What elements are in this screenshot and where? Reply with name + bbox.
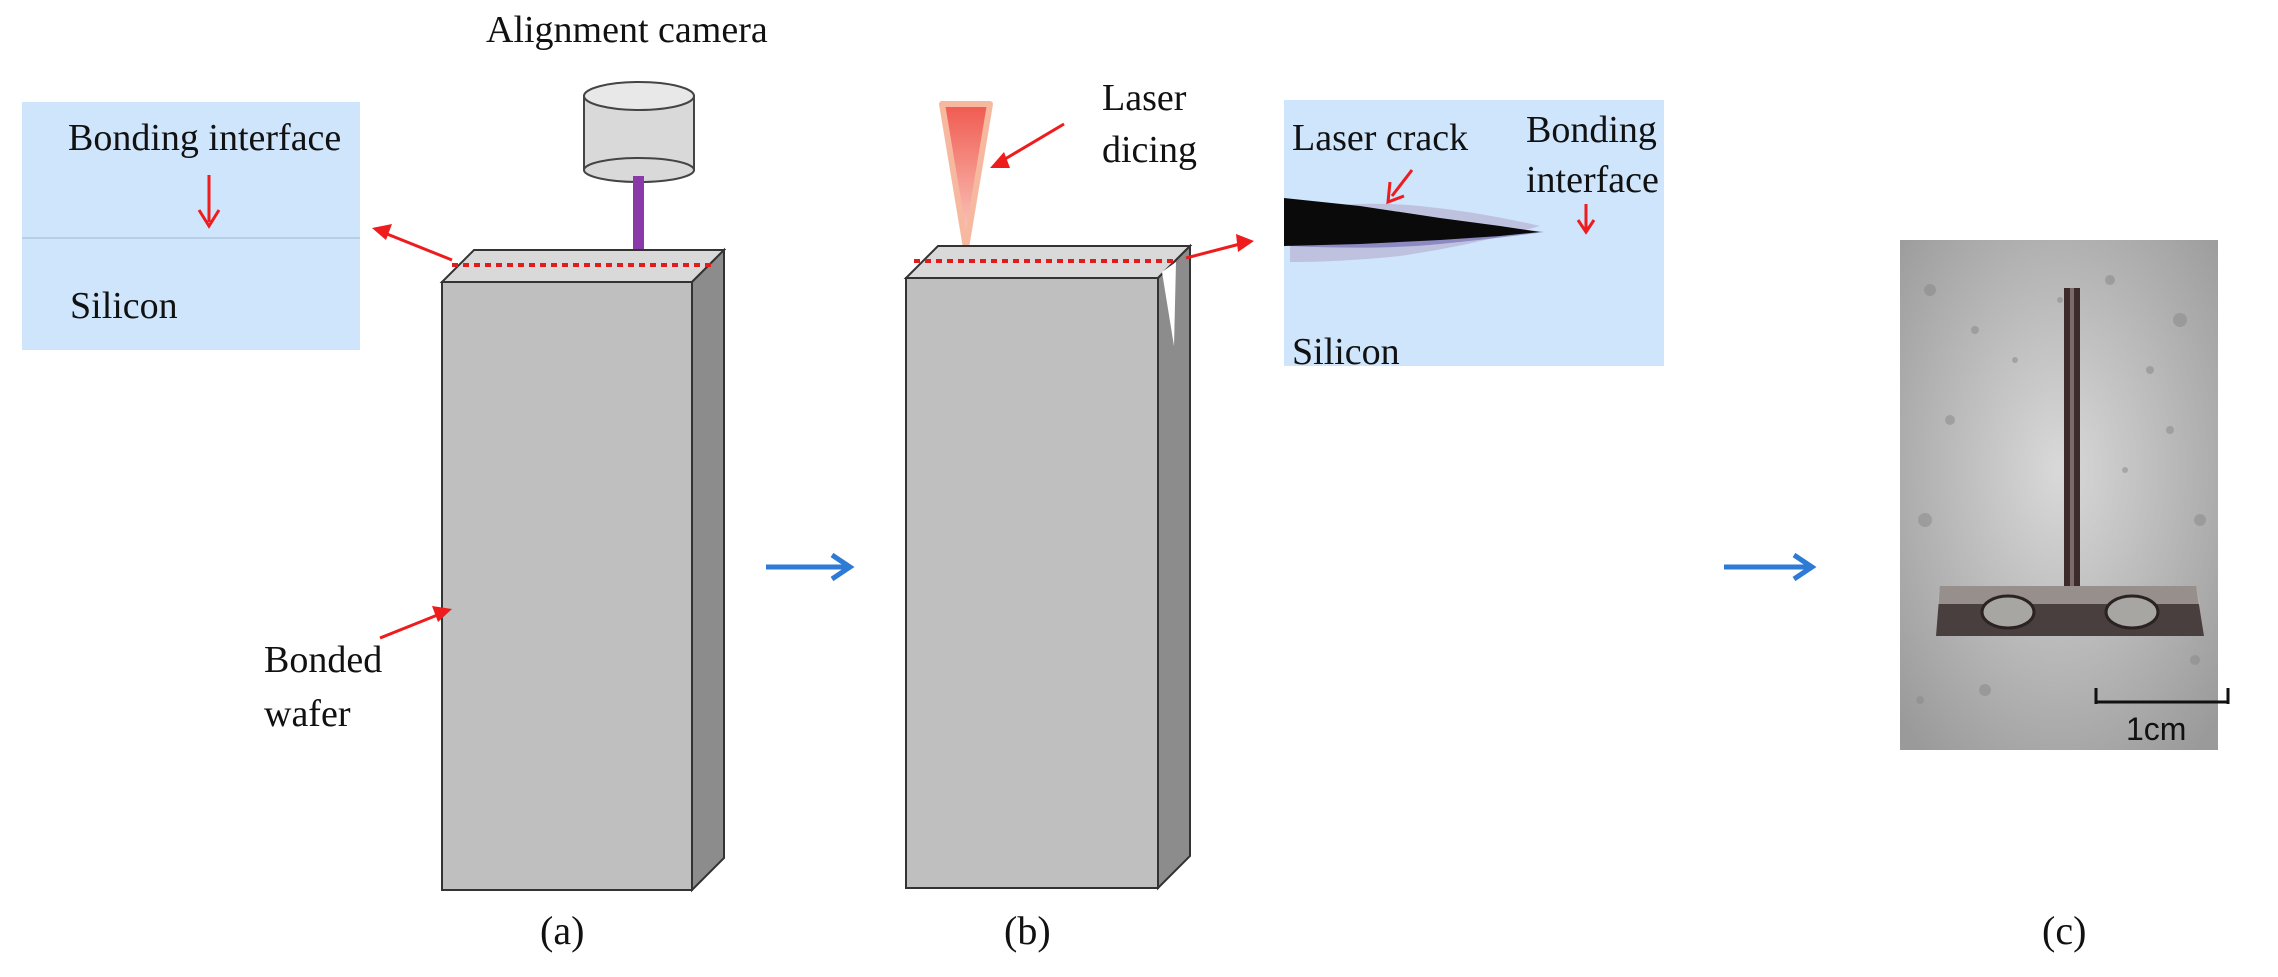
photo-hole-right — [2104, 594, 2160, 630]
inset-a-background — [22, 102, 360, 350]
photo-scale-bar — [2094, 688, 2230, 704]
laser-dicing-pointer-arrow — [990, 122, 1065, 168]
camera-beam — [633, 176, 644, 252]
laser-dicing-label-line2: dicing — [1102, 129, 1197, 171]
photo-background — [1900, 240, 2218, 750]
laser-dicing-label-line1: Laser — [1102, 77, 1187, 119]
wafer-a-top-face — [439, 249, 727, 283]
inset-a-silicon-label: Silicon — [70, 285, 178, 327]
bonded-wafer-b — [903, 243, 1193, 891]
panel-label-a: (a) — [540, 908, 584, 953]
inset-a: Bonding interface Silicon — [22, 102, 360, 350]
camera-top — [583, 81, 695, 111]
bonded-wafer-a — [439, 247, 727, 893]
panel-label-b: (b) — [1004, 908, 1051, 953]
laser-beam — [939, 101, 993, 251]
flow-arrow-1 — [766, 552, 855, 582]
inset-b: Laser crack Bonding interface Silicon — [1284, 100, 1664, 373]
alignment-camera: Alignment camera — [486, 9, 768, 252]
photo-strip-highlight — [2070, 288, 2074, 622]
flow-arrow-2 — [1724, 552, 1817, 582]
inset-b-laser-crack-arrow — [1386, 169, 1414, 205]
inset-b-laser-crack-label: Laser crack — [1292, 117, 1468, 159]
bonded-wafer-label-line2: wafer — [264, 693, 351, 735]
wafer-a-side-face — [691, 247, 725, 893]
bonded-wafer-pointer-arrow — [379, 606, 452, 640]
sample-photo: 1cm — [1900, 240, 2230, 750]
inset-b-laser-crack — [1284, 198, 1540, 246]
inset-b-pointer-arrow — [1185, 234, 1254, 260]
photo-scale-bar-label: 1cm — [2126, 711, 2186, 747]
wafer-b-front-face — [905, 277, 1159, 889]
inset-a-pointer-arrow — [372, 224, 453, 262]
inset-b-silicon-label: Silicon — [1292, 331, 1400, 373]
alignment-camera-label: Alignment camera — [486, 9, 768, 51]
wafer-b-crack — [1162, 262, 1176, 346]
panel-label-c: (c) — [2042, 908, 2086, 953]
bonded-wafer-label-line1: Bonded — [264, 639, 382, 681]
photo-base-reflection — [1938, 586, 2200, 604]
photo-speckles — [1916, 275, 2206, 704]
inset-a-bonding-interface-label: Bonding interface — [68, 117, 341, 159]
inset-b-bonding-interface-label-line1: Bonding — [1526, 109, 1657, 151]
laser-dicing: Laser dicing — [939, 77, 1197, 251]
inset-b-interface-arrow — [1576, 204, 1596, 235]
inset-a-down-arrow — [197, 175, 221, 229]
photo-hole-left — [1980, 594, 2036, 630]
inset-b-bonding-interface-label-line2: interface — [1526, 159, 1659, 201]
wafer-a-front-face — [441, 281, 693, 891]
